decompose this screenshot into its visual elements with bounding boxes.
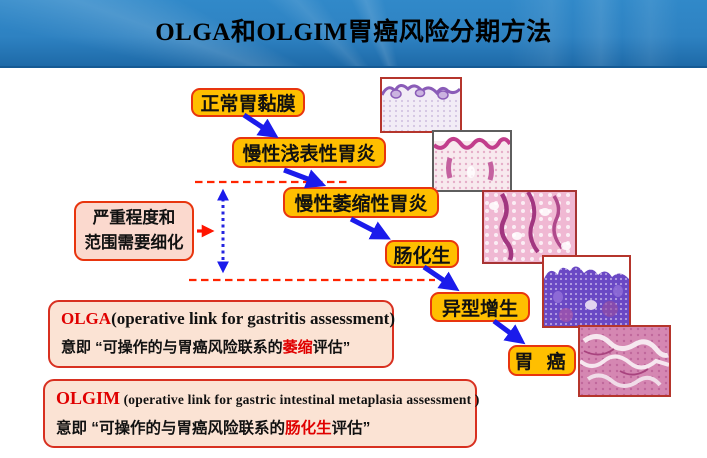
histology-image-2 (432, 130, 512, 192)
histology-illustration (544, 257, 629, 326)
page-title: OLGA和OLGIM胃癌风险分期方法 (155, 19, 552, 46)
olgim-meaning-prefix: 意即 “可操作的与胃癌风险联系的 (56, 420, 286, 437)
flow-step-label: 异型增生 (441, 298, 518, 320)
histology-image-5 (578, 325, 671, 397)
olgim-meaning-highlight: 肠化生 (285, 420, 332, 437)
refine-note-line1: 严重程度和 (92, 209, 176, 228)
olgim-acronym: OLGIM (56, 388, 121, 408)
flow-step-atrophic-gastritis: 慢性萎缩性胃炎 (283, 187, 439, 218)
flow-step-label: 慢性浅表性胃炎 (242, 144, 376, 165)
flow-step-label: 胃 癌 (514, 352, 570, 373)
olga-meaning-prefix: 意即 “可操作的与胃癌风险联系的 (61, 339, 283, 356)
flow-arrow-5 (492, 318, 526, 345)
olga-meaning-line: 意即 “可操作的与胃癌风险联系的萎缩评估” (61, 336, 381, 357)
olgim-expansion: (operative link for gastric intestinal m… (120, 392, 480, 407)
flow-step-dysplasia: 异型增生 (430, 292, 530, 322)
flow-step-gastric-cancer: 胃 癌 (508, 345, 576, 376)
refine-note-line2: 范围需要细化 (84, 234, 184, 252)
flow-step-normal-mucosa: 正常胃黏膜 (191, 88, 305, 117)
olgim-info-box: OLGIM (operative link for gastric intest… (43, 379, 479, 448)
flow-arrow-3 (349, 216, 391, 240)
olga-meaning-highlight: 萎缩 (282, 339, 313, 356)
flow-arrow-2 (283, 167, 327, 189)
histology-illustration (432, 132, 512, 190)
olga-definition-line: OLGA(operative link for gastritis assess… (61, 309, 395, 329)
olgim-meaning-suffix: 评估” (331, 420, 371, 437)
flow-step-superficial-gastritis: 慢性浅表性胃炎 (232, 137, 386, 168)
olgim-meaning-line: 意即 “可操作的与胃癌风险联系的肠化生评估” (56, 416, 464, 438)
histology-illustration (380, 79, 462, 131)
flow-step-label: 肠化生 (393, 245, 451, 267)
olgim-definition-line: OLGIM (operative link for gastric intest… (56, 388, 479, 409)
histology-illustration (578, 327, 670, 395)
olga-info-box: OLGA(operative link for gastritis assess… (48, 300, 395, 368)
flow-step-label: 慢性萎缩性胃炎 (294, 194, 428, 215)
olga-meaning-suffix: 评估” (312, 339, 351, 356)
flow-step-label: 正常胃黏膜 (200, 94, 296, 115)
olga-acronym: OLGA (61, 309, 112, 328)
flow-step-intestinal-metaplasia: 肠化生 (385, 240, 459, 268)
title-banner: OLGA和OLGIM胃癌风险分期方法 (0, 0, 707, 68)
histology-image-4 (542, 255, 631, 328)
flow-arrow-4 (422, 264, 460, 292)
flow-arrow-1 (242, 112, 279, 139)
refine-note-box: 严重程度和 范围需要细化 (74, 201, 194, 261)
histology-image-3 (482, 190, 577, 264)
histology-image-1 (380, 77, 462, 133)
olga-expansion: (operative link for gastritis assessment… (111, 309, 395, 328)
histology-illustration (484, 190, 575, 262)
